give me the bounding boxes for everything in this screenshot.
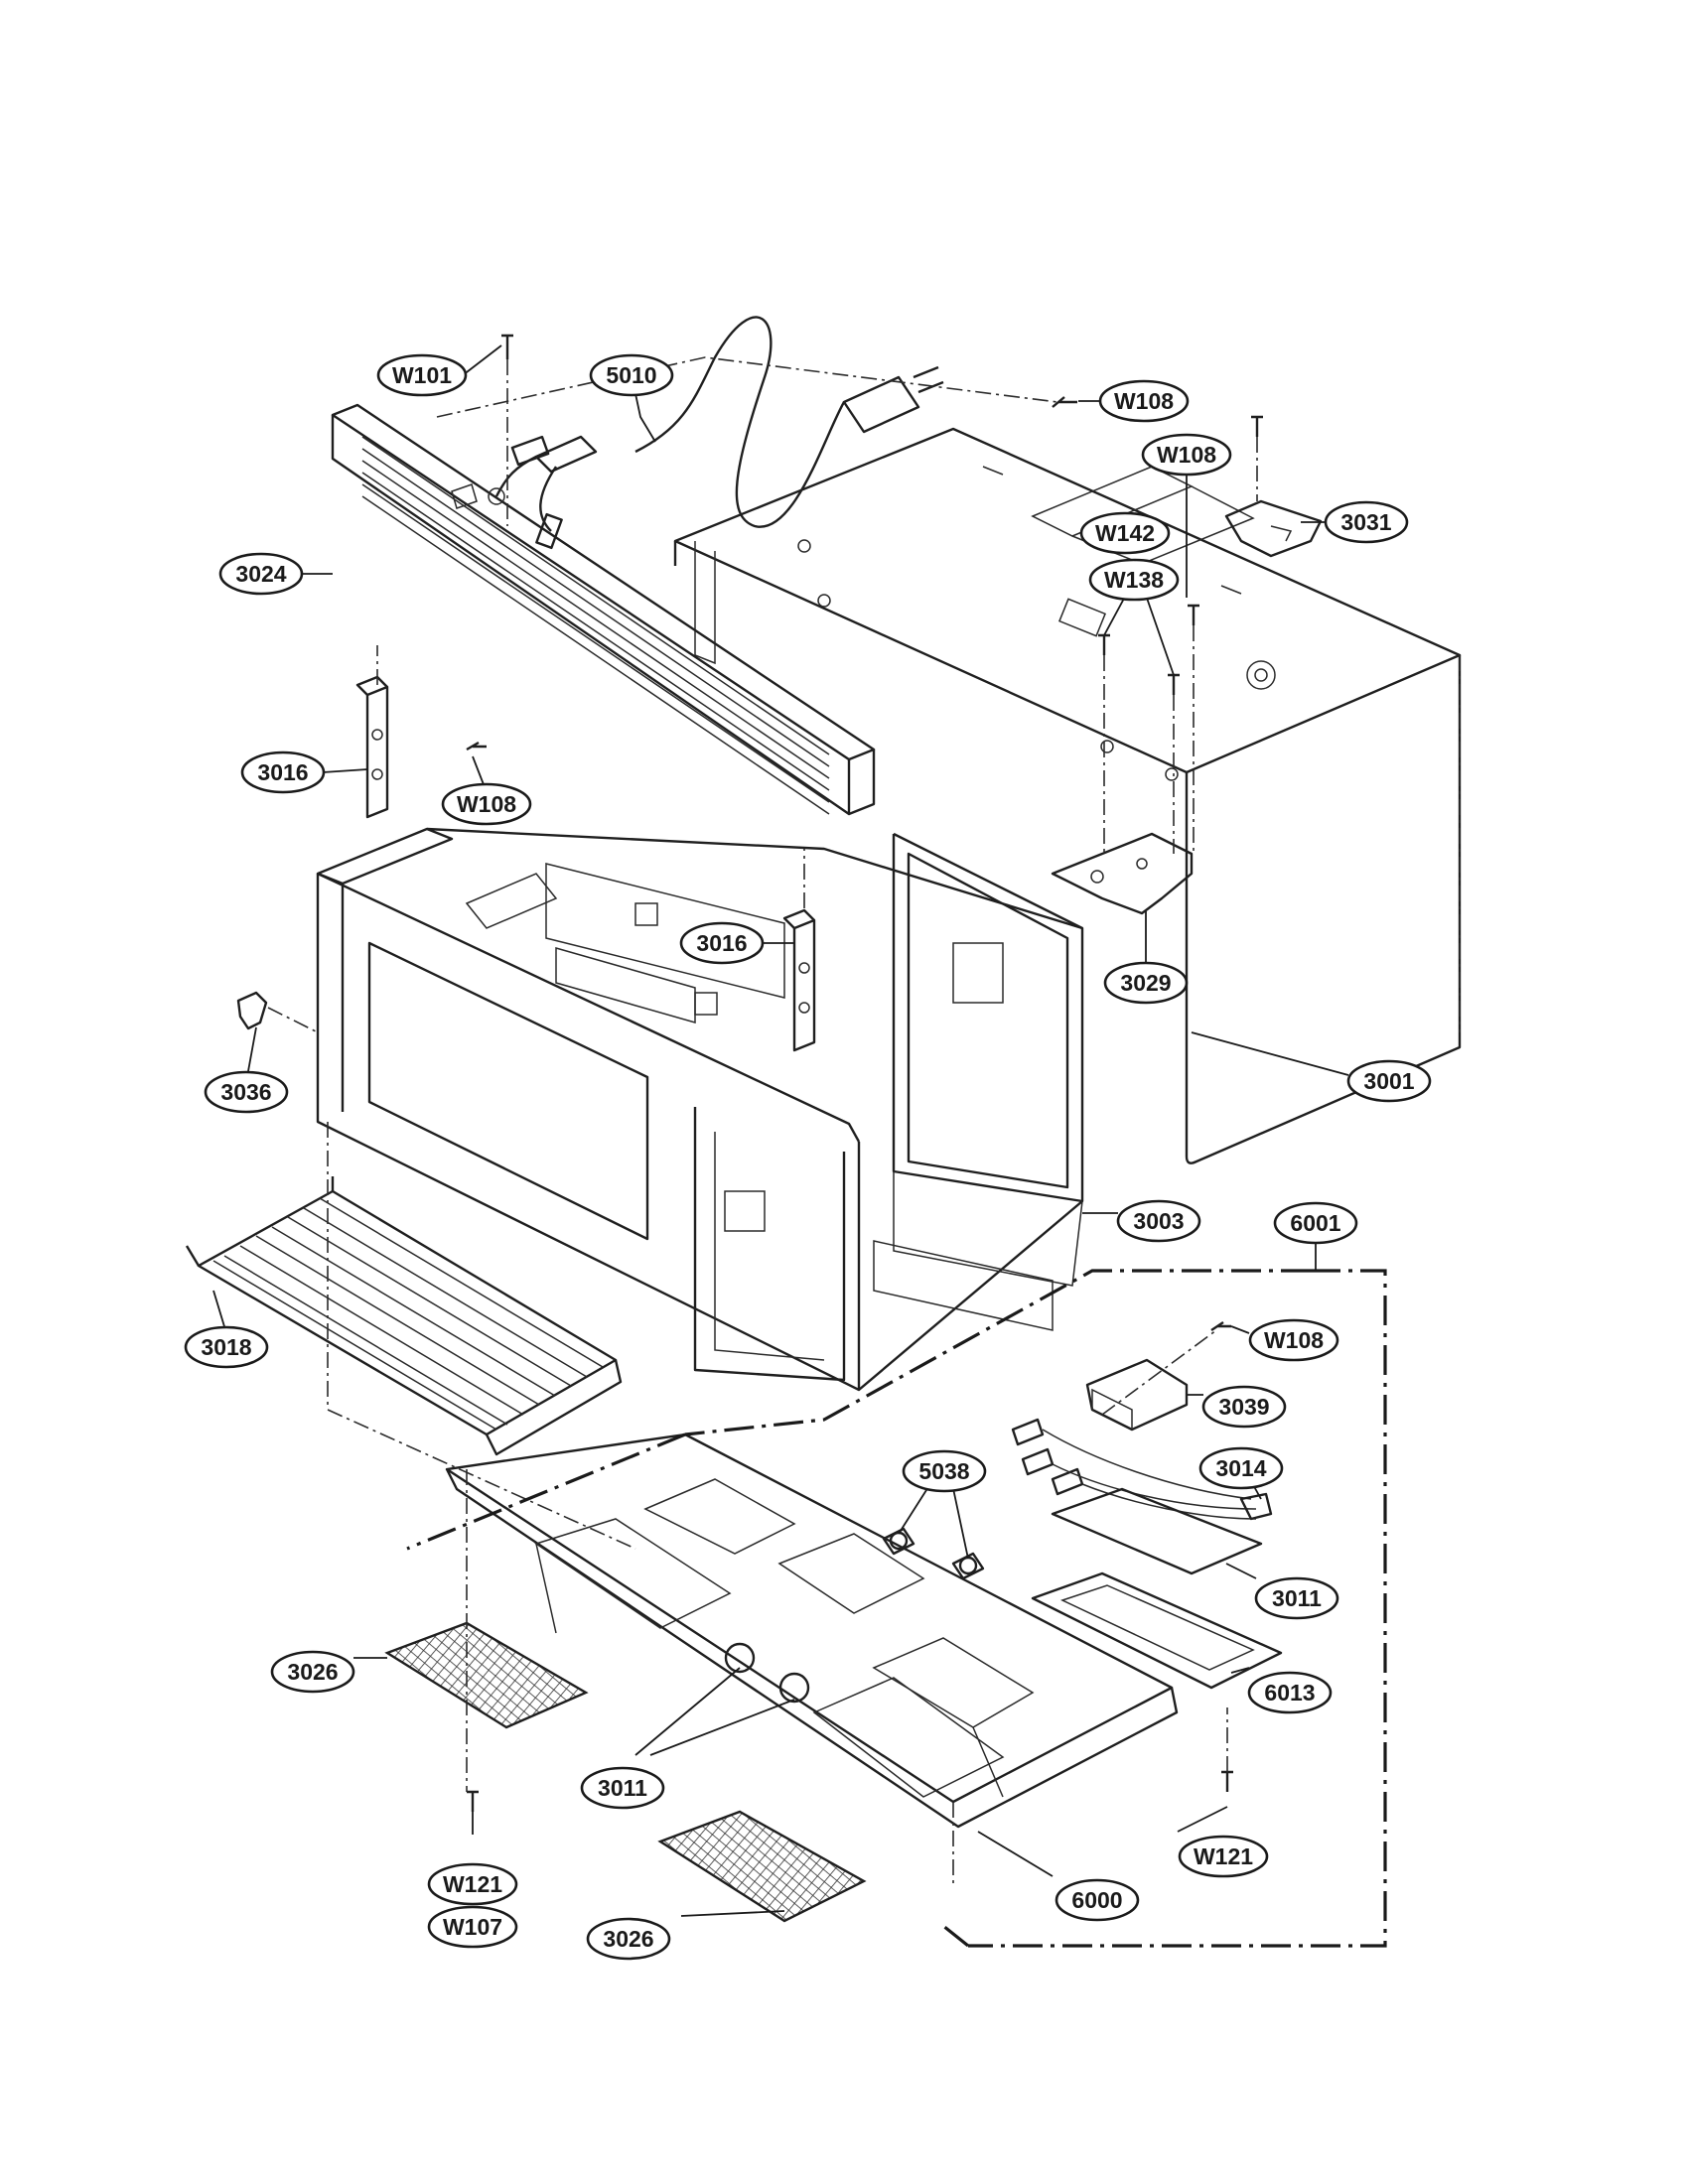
callout-label: 3031 — [1340, 509, 1391, 535]
grease-filter-left — [384, 1621, 589, 1729]
callout-W121: W121 — [1178, 1835, 1269, 1878]
lamp-sockets — [882, 1527, 985, 1580]
callout-6013: 6013 — [1247, 1671, 1333, 1714]
callout-label: W142 — [1095, 520, 1155, 546]
callout-label: 3036 — [220, 1079, 271, 1105]
callout-3026: 3026 — [270, 1650, 355, 1694]
alignment-lines — [267, 356, 1461, 1886]
inner-chassis — [316, 827, 1084, 1392]
callout-3024: 3024 — [218, 552, 304, 596]
callout-W142: W142 — [1079, 511, 1171, 555]
bottom-plate — [445, 1433, 1179, 1829]
callout-3036: 3036 — [204, 1070, 289, 1114]
callout-label: W138 — [1104, 567, 1164, 593]
bracket-3031 — [1224, 499, 1323, 558]
callout-label: 3016 — [257, 759, 308, 785]
callout-label: 3024 — [235, 561, 286, 587]
callout-3031: 3031 — [1324, 500, 1409, 544]
assembly-6001-boundary — [406, 1269, 1387, 1948]
callout-label: 5010 — [606, 362, 656, 388]
bracket-right — [782, 908, 816, 1052]
callout-5010: 5010 — [589, 353, 674, 397]
callout-label: 3014 — [1215, 1455, 1266, 1481]
callout-3039: 3039 — [1201, 1385, 1287, 1429]
callout-6001: 6001 — [1273, 1201, 1358, 1245]
callout-3011: 3011 — [1254, 1576, 1339, 1620]
callout-label: W108 — [1114, 388, 1174, 414]
latch-3036 — [236, 991, 268, 1030]
bracket-left — [355, 675, 389, 819]
callout-3016: 3016 — [679, 921, 765, 965]
callout-label: 5038 — [918, 1458, 969, 1484]
callout-label: W121 — [443, 1871, 502, 1897]
callout-label: 3003 — [1133, 1208, 1184, 1234]
callout-3003: 3003 — [1116, 1199, 1201, 1243]
screws — [466, 334, 1263, 1812]
callout-3016: 3016 — [240, 751, 326, 794]
callout-W138: W138 — [1088, 558, 1180, 602]
callout-label: W108 — [1264, 1327, 1324, 1353]
callout-3026: 3026 — [586, 1917, 671, 1961]
callout-3011: 3011 — [580, 1766, 665, 1810]
callout-3029: 3029 — [1103, 961, 1189, 1005]
power-cord — [451, 316, 944, 550]
callout-label: 3001 — [1363, 1068, 1414, 1094]
oven-rack — [185, 1176, 623, 1456]
callout-W108: W108 — [1098, 379, 1190, 423]
callout-label: 3029 — [1120, 970, 1171, 996]
callout-3014: 3014 — [1198, 1446, 1284, 1490]
callout-label: 3011 — [598, 1775, 647, 1801]
callout-W107: W107 — [427, 1905, 518, 1949]
callout-label: W121 — [1194, 1843, 1253, 1869]
callout-label: W101 — [392, 362, 452, 388]
callout-label: 3039 — [1218, 1394, 1269, 1420]
bracket-3029 — [1051, 832, 1194, 915]
callout-label: 3026 — [287, 1659, 338, 1685]
callout-W121: W121 — [427, 1862, 518, 1906]
callout-W108: W108 — [1248, 1318, 1339, 1362]
callout-label: 3016 — [696, 930, 747, 956]
callout-W108: W108 — [1141, 433, 1232, 477]
callout-3001: 3001 — [1346, 1059, 1432, 1103]
callout-5038: 5038 — [902, 1449, 987, 1493]
callout-label: W107 — [443, 1914, 502, 1940]
callout-6000: 6000 — [1055, 1878, 1140, 1922]
callout-label: 3018 — [201, 1334, 251, 1360]
callout-label: 6001 — [1290, 1210, 1340, 1236]
callout-label: W108 — [457, 791, 516, 817]
callout-3018: 3018 — [184, 1325, 269, 1369]
front-grille — [331, 403, 876, 816]
callout-label: 3026 — [603, 1926, 653, 1952]
callout-label: 6013 — [1264, 1680, 1315, 1706]
callout-W101: W101 — [376, 353, 468, 397]
callout-label: 6000 — [1071, 1887, 1122, 1913]
callout-label: W108 — [1157, 442, 1216, 468]
grease-filter-right — [657, 1810, 867, 1923]
callout-label: 3011 — [1272, 1585, 1322, 1611]
callout-W108: W108 — [441, 782, 532, 826]
light-assembly — [1011, 1358, 1283, 1690]
